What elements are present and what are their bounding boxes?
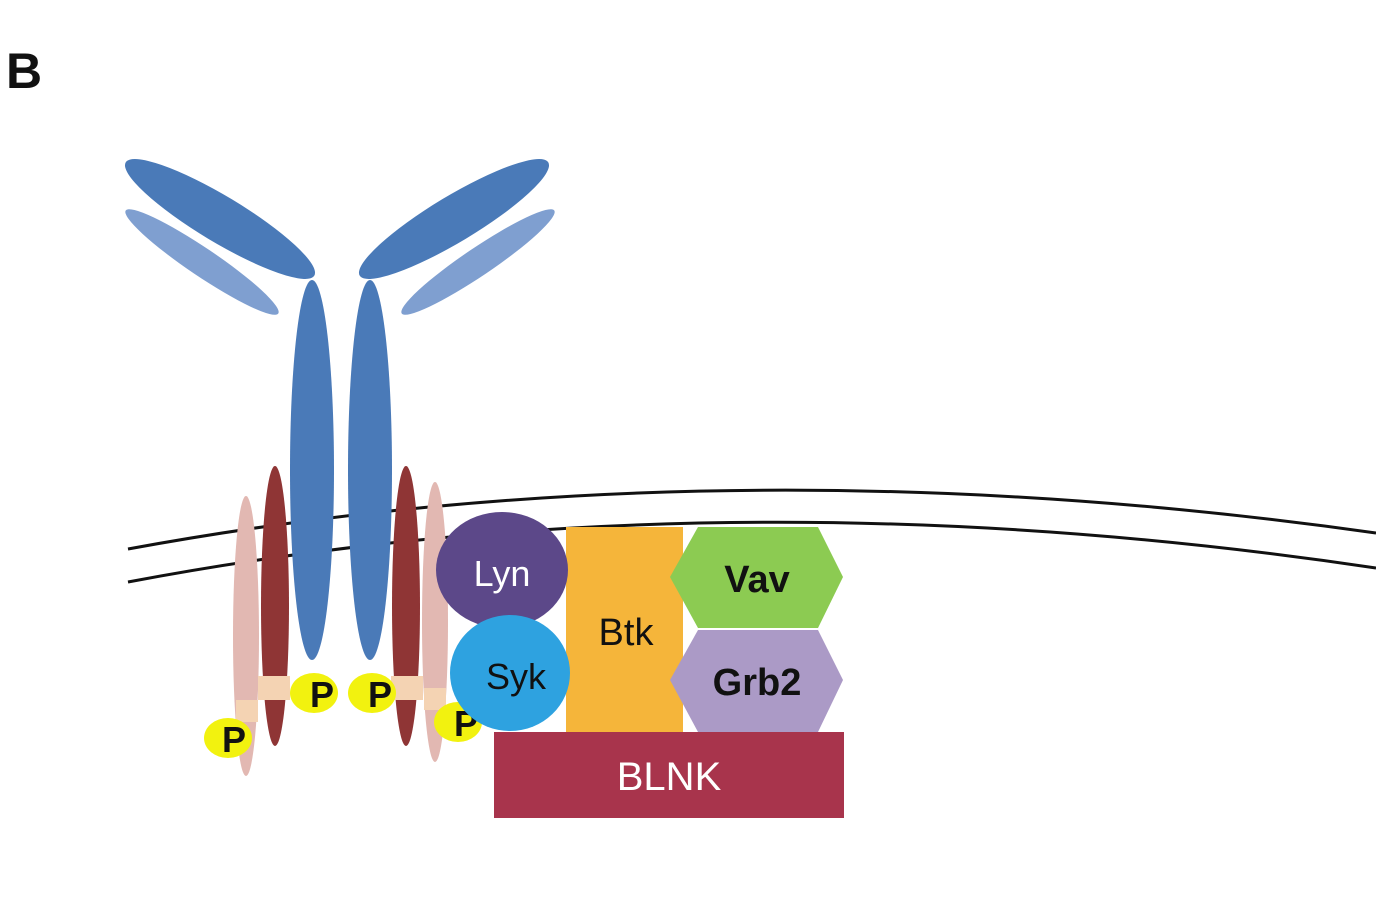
phosphate-2: P	[290, 673, 338, 715]
syk-label: Syk	[486, 656, 547, 697]
btk-block	[566, 527, 683, 737]
itam-band-right-lower	[424, 688, 446, 710]
phosphate-1: P	[204, 718, 252, 760]
light-chain-right	[401, 209, 555, 315]
ig-beta-right	[392, 466, 420, 746]
phosphate-3-label: P	[368, 674, 392, 715]
blnk-block	[494, 732, 844, 818]
blnk-label: BLNK	[617, 755, 722, 799]
heavy-chain-arm-right	[358, 159, 550, 279]
lyn-circle	[436, 512, 568, 628]
itam-band-right	[391, 676, 423, 700]
light-chain-left	[125, 209, 279, 315]
phosphate-1-circle	[204, 718, 252, 758]
btk-label: Btk	[599, 612, 655, 654]
panel-label: B	[6, 43, 42, 99]
lyn-label: Lyn	[474, 553, 531, 594]
grb2-hexagon	[670, 630, 843, 732]
phosphate-2-circle	[290, 673, 338, 713]
heavy-chain-stem-right	[348, 280, 392, 660]
vav-hexagon	[670, 527, 843, 628]
syk-circle	[450, 615, 570, 731]
itam-band-left	[258, 676, 290, 700]
grb2-label: Grb2	[713, 662, 802, 704]
phosphate-1-label: P	[222, 719, 246, 760]
heavy-chain-arm-left	[124, 159, 316, 279]
phosphate-2-label: P	[310, 674, 334, 715]
phosphate-3: P	[348, 673, 396, 715]
heavy-chain-stem-left	[290, 280, 334, 660]
itam-band-left-lower	[236, 700, 258, 722]
vav-label: Vav	[724, 559, 790, 601]
ig-beta-left	[261, 466, 289, 746]
phosphate-3-circle	[348, 673, 396, 713]
